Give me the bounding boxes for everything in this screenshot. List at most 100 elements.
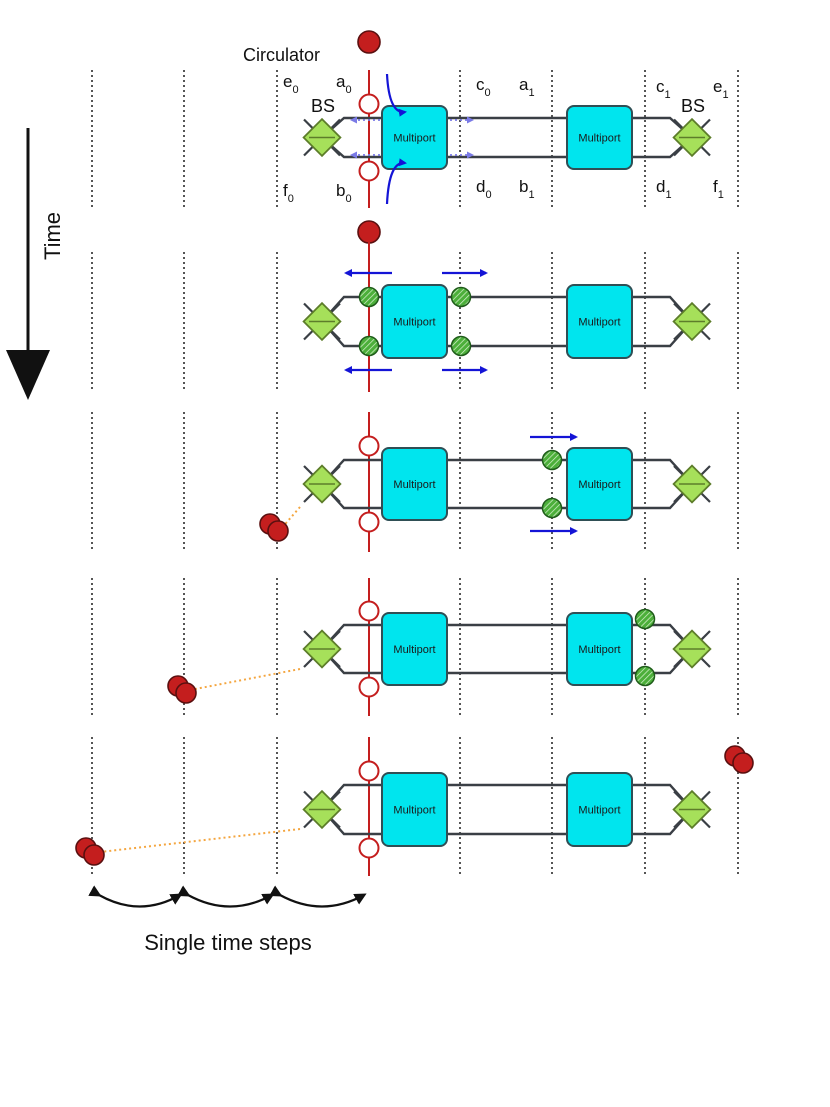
multiport-box [381, 105, 448, 170]
circulator-port [358, 160, 380, 182]
time-label: Time [40, 212, 65, 260]
port-label-c0: c0 [476, 75, 491, 99]
circulator-label: Circulator [243, 45, 320, 65]
multiport-2: Multiport [566, 105, 633, 170]
multiport-2: Multiport [566, 284, 633, 359]
multiport-box [566, 772, 633, 847]
port-label-a1: a1 [519, 75, 535, 99]
circulator-port [358, 676, 380, 698]
photon-red [267, 520, 289, 542]
time-step-arc-2 [177, 885, 275, 908]
port-label-f1: f1 [713, 177, 724, 201]
bs-left-label: BS [311, 96, 335, 116]
circulator-port [358, 511, 380, 533]
circulator-port [358, 435, 380, 457]
multiport-2: Multiport [566, 447, 633, 521]
multiport-box [566, 612, 633, 686]
port-subscript: 0 [288, 193, 294, 205]
port-subscript: 0 [292, 84, 298, 96]
beam-splitter-right [672, 464, 712, 504]
photon-green [634, 665, 656, 687]
port-label-b0: b0 [336, 181, 352, 205]
port-label-d0: d0 [476, 177, 492, 201]
multiport-label: Multiport [393, 479, 435, 491]
time-axis: Time [6, 128, 65, 400]
beam-splitter-left [302, 464, 342, 504]
circulator-arrow [385, 73, 407, 117]
beam-splitter-right [672, 789, 712, 830]
port-label-f0: f0 [283, 181, 294, 205]
beam-splitter-left [302, 117, 342, 158]
beam-splitter-right [672, 117, 712, 158]
multiport-label: Multiport [393, 644, 435, 656]
circulator-port [358, 93, 380, 115]
circulator-port [358, 600, 380, 622]
circulator-port [358, 837, 380, 859]
port-label-d1: d1 [656, 177, 672, 201]
photon-green [450, 286, 472, 308]
multiport-label: Multiport [578, 644, 620, 656]
port-label-c1: c1 [656, 77, 671, 101]
beam-splitter-right [672, 629, 712, 669]
port-subscript: 1 [665, 189, 671, 201]
detection-trace [99, 828, 301, 853]
beam-splitter-left [302, 789, 342, 830]
detection-trace [189, 668, 301, 691]
photon-green [450, 335, 472, 357]
port-subscript: 0 [345, 193, 351, 205]
time-step-arc-1 [88, 885, 183, 908]
multiport-1: Multiport [381, 612, 448, 686]
port-subscript: 1 [528, 189, 534, 201]
port-label-a0: a0 [336, 72, 352, 96]
circulator-arrow [385, 158, 407, 205]
beam-splitter-right [672, 301, 712, 342]
beam-splitter-left [302, 301, 342, 342]
time-arrow-head [6, 350, 50, 400]
multiport-2: Multiport [566, 772, 633, 847]
photon-red [83, 844, 105, 866]
photon-green [358, 335, 380, 357]
photon-red [732, 752, 754, 774]
port-subscript: 1 [722, 89, 728, 101]
multiport-box [381, 447, 448, 521]
multiport-label: Multiport [578, 133, 620, 145]
photon-green [541, 497, 563, 519]
port-subscript: 0 [485, 87, 491, 99]
bs-right-label: BS [681, 96, 705, 116]
time-step-row-5: Multiport Multiport [75, 737, 754, 876]
multiport-2: Multiport [566, 612, 633, 686]
multiport-box [381, 284, 448, 359]
multiport-1: Multiport [381, 772, 448, 847]
multiport-box [381, 772, 448, 847]
multiport-label: Multiport [393, 133, 435, 145]
time-step-row-2: Multiport Multiport [91, 230, 739, 392]
time-step-row-3: Multiport Multiport [91, 412, 739, 552]
port-subscript: 1 [718, 189, 724, 201]
multiport-box [381, 612, 448, 686]
multiport-label: Multiport [578, 479, 620, 491]
port-label-b1: b1 [519, 177, 535, 201]
port-label-e1: e1 [713, 77, 729, 101]
single-time-steps-label: Single time steps [144, 930, 312, 955]
time-step-row-1: Multiport Multiport BS BS e0 a0 c0 a1 c1 e1 f0 b0 d0… [91, 30, 739, 244]
single-time-steps-annotation: Single time steps [88, 885, 367, 955]
multiport-1: Multiport [381, 284, 448, 359]
multiport-1: Multiport [381, 447, 448, 521]
time-step-row-4: Multiport Multiport [91, 578, 739, 716]
multiport-box [566, 447, 633, 521]
port-label-e0: e0 [283, 72, 299, 96]
photon-green [634, 608, 656, 630]
photon-red-input [357, 30, 381, 54]
time-step-arc-3 [269, 885, 367, 908]
multiport-1: Multiport [381, 105, 448, 170]
photon-red [175, 682, 197, 704]
circulator-port [358, 760, 380, 782]
multiport-box [566, 284, 633, 359]
port-subscript: 1 [665, 89, 671, 101]
multiport-label: Multiport [578, 805, 620, 817]
photon-green [358, 286, 380, 308]
port-subscript: 1 [528, 87, 534, 99]
port-subscript: 0 [345, 84, 351, 96]
